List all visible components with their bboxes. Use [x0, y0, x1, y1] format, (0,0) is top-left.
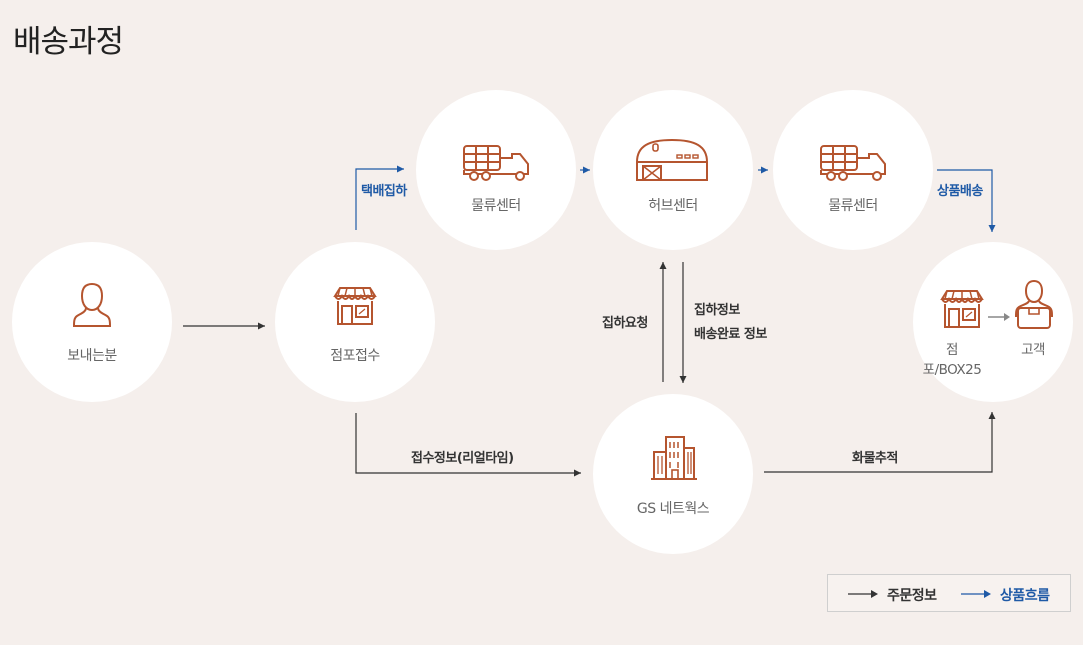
- node-label: 물류센터: [828, 198, 878, 214]
- legend-order-info: 주문정보: [887, 588, 937, 604]
- edge-label-delivery-complete-info: 배송완료 정보: [694, 327, 767, 342]
- legend-product-flow: 상품흐름: [1000, 588, 1050, 604]
- page-title: 배송과정: [13, 24, 124, 60]
- node-label-store-box: 점포/BOX25: [922, 342, 982, 378]
- arrow-right-icon: [988, 313, 1010, 321]
- node-label: 보내는분: [67, 348, 117, 364]
- building-icon: [651, 436, 697, 480]
- truck-icon: [820, 145, 886, 181]
- truck-icon: [463, 145, 529, 181]
- legend: 주문정보 상품흐름: [827, 574, 1071, 612]
- edge-label-intake-info: 접수정보(리얼타임): [411, 451, 514, 466]
- arrow-product-delivery: [937, 169, 996, 232]
- edge-label-pickup-request: 집하요청: [602, 316, 648, 331]
- arrow-cargo-tracking: [764, 412, 996, 473]
- arrow-intake-info: [355, 413, 581, 477]
- legend-product-arrow: [961, 590, 991, 598]
- node-logistics-center-2: 물류센터: [773, 90, 933, 250]
- node-store-intake: 점포접수: [275, 242, 435, 402]
- node-label: 물류센터: [471, 198, 521, 214]
- store-icon: [333, 287, 377, 325]
- node-label-customer: 고객: [1021, 342, 1045, 358]
- edge-label-cargo-tracking: 화물추적: [852, 451, 898, 466]
- node-label: 허브센터: [648, 198, 698, 214]
- edge-label-pickup-info: 집하정보: [694, 303, 740, 318]
- node-gs-networks: GS 네트웍스: [593, 394, 753, 554]
- person-icon: [72, 282, 112, 327]
- node-store-box-customer: 점포/BOX25 고객: [913, 242, 1073, 402]
- warehouse-icon: [636, 138, 708, 181]
- node-sender: 보내는분: [12, 242, 172, 402]
- node-hub-center: 허브센터: [593, 90, 753, 250]
- node-label: 점포접수: [330, 348, 380, 364]
- node-label: GS 네트웍스: [636, 501, 710, 517]
- arrow-pickup: [355, 165, 404, 230]
- node-logistics-center-1: 물류센터: [416, 90, 576, 250]
- courier-icon: [1014, 279, 1054, 329]
- edge-label-pickup: 택배집하: [361, 184, 407, 199]
- legend-order-arrow: [848, 590, 878, 598]
- edge-label-product-delivery: 상품배송: [937, 184, 983, 199]
- store-icon: [940, 290, 984, 328]
